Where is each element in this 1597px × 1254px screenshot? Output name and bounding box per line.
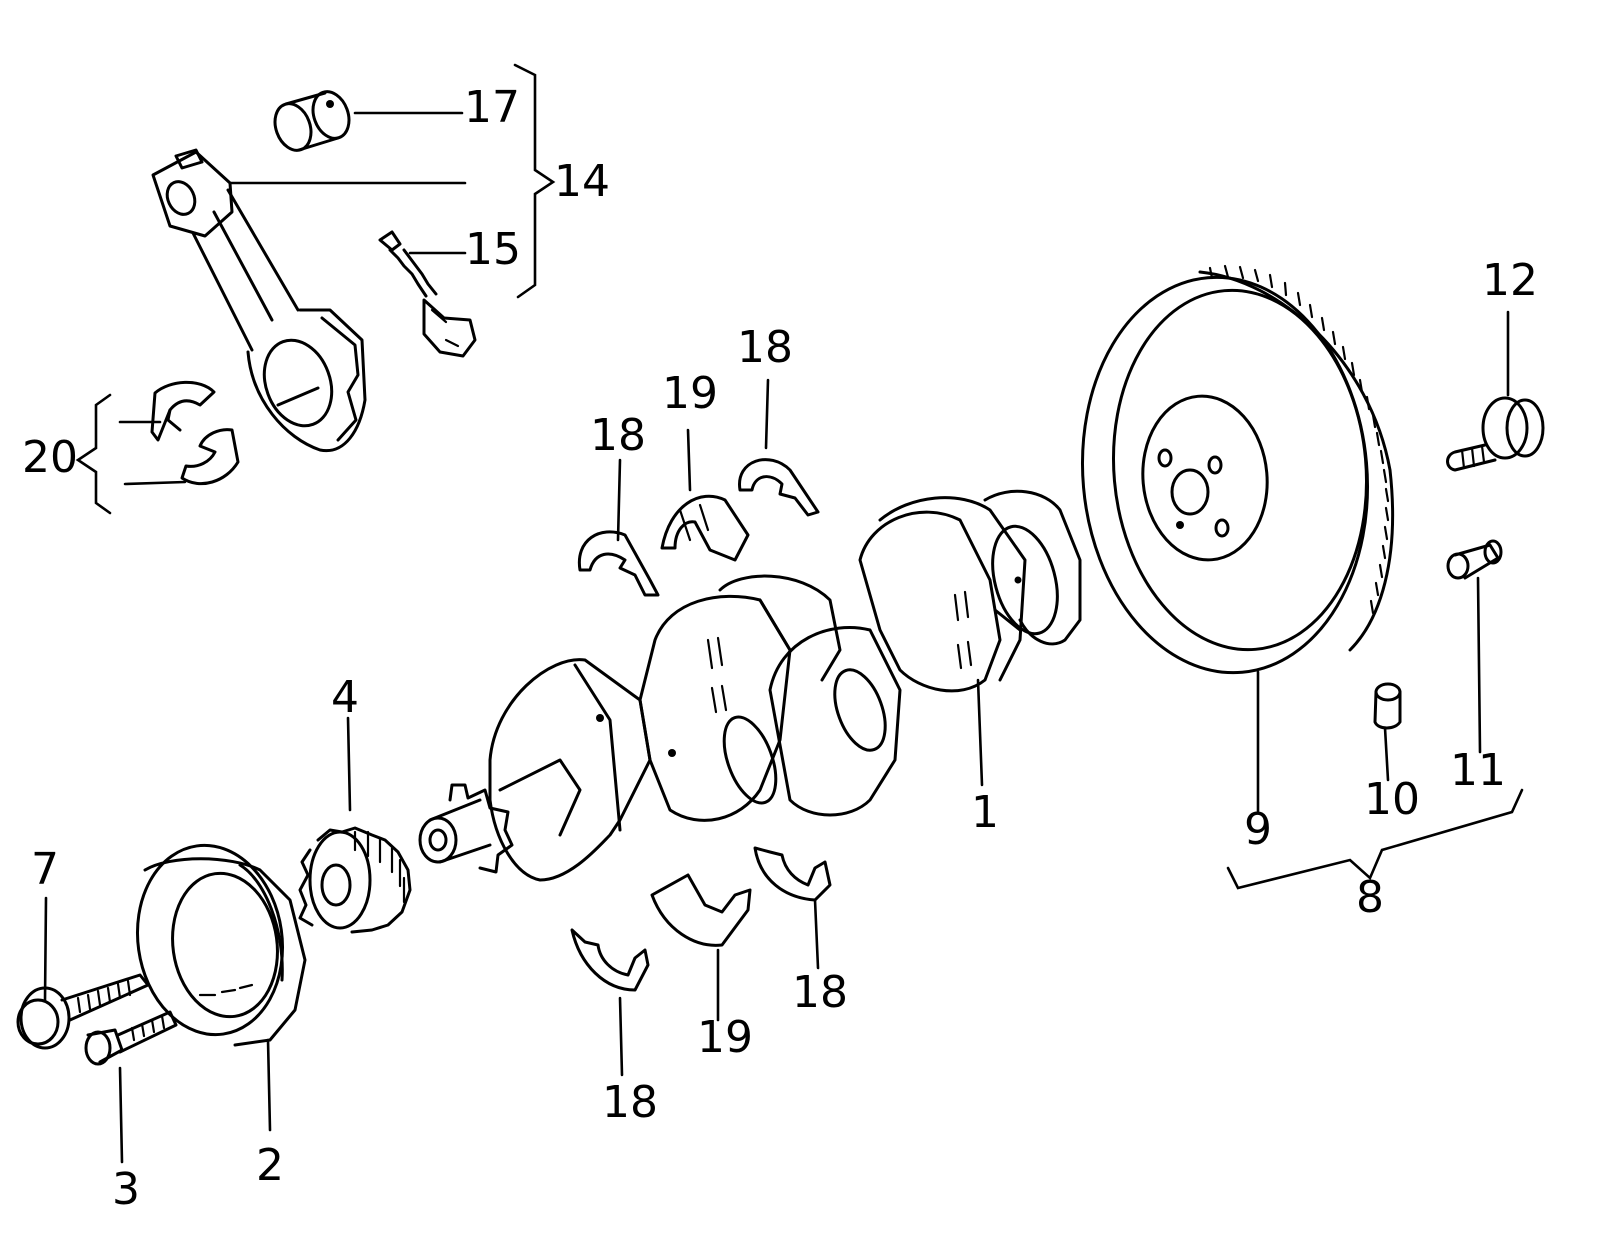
callout-2: 2 xyxy=(256,1140,284,1191)
vibration-damper-pulley xyxy=(135,843,307,1047)
callout-4: 4 xyxy=(331,672,359,723)
callout-1: 1 xyxy=(971,787,999,838)
callout-18-lower-left: 18 xyxy=(602,1077,658,1128)
conrod-bearing-shells xyxy=(150,380,240,486)
flywheel-bolt xyxy=(1446,396,1545,472)
bracket-8 xyxy=(1226,788,1524,890)
callout-14: 14 xyxy=(554,156,610,207)
callout-12: 12 xyxy=(1482,255,1538,306)
timing-sprocket xyxy=(298,826,412,934)
thrust-washer-upper-right xyxy=(738,458,820,517)
callout-18-upper-left: 18 xyxy=(590,410,646,461)
thrust-washer-lower-right xyxy=(753,846,832,902)
callout-9: 9 xyxy=(1244,804,1272,855)
leader-lines xyxy=(43,310,1510,1164)
pulley-bolt-short xyxy=(84,1010,178,1066)
callout-7: 7 xyxy=(31,844,59,895)
dowel-pin-sleeve xyxy=(1446,539,1503,580)
connecting-rod xyxy=(151,148,367,453)
bracket-14 xyxy=(513,63,556,299)
connecting-rod-bolt xyxy=(378,230,477,358)
dowel-pin xyxy=(1373,682,1402,730)
callout-19-lower: 19 xyxy=(697,1012,753,1063)
main-bearing-shell-lower xyxy=(650,873,752,947)
callout-10: 10 xyxy=(1364,774,1420,825)
bracket-20 xyxy=(75,393,112,515)
leader-lines-upper-left xyxy=(118,111,467,486)
callout-3: 3 xyxy=(112,1164,140,1215)
pulley-bolt-long xyxy=(16,973,150,1050)
main-bearing-shell-upper xyxy=(660,494,750,562)
callout-8: 8 xyxy=(1356,872,1384,923)
callout-15: 15 xyxy=(465,224,521,275)
thrust-washer-upper-left xyxy=(577,530,660,597)
callout-11: 11 xyxy=(1450,745,1506,796)
callout-18-upper-right: 18 xyxy=(737,322,793,373)
callout-20: 20 xyxy=(22,432,78,483)
crankshaft xyxy=(418,489,1082,882)
callout-17: 17 xyxy=(464,82,520,133)
flywheel xyxy=(1080,264,1395,675)
callout-18-lower-right: 18 xyxy=(792,967,848,1018)
thrust-washer-lower-left xyxy=(570,928,650,992)
callout-19-upper: 19 xyxy=(662,368,718,419)
piston-pin-bushing xyxy=(273,90,351,152)
